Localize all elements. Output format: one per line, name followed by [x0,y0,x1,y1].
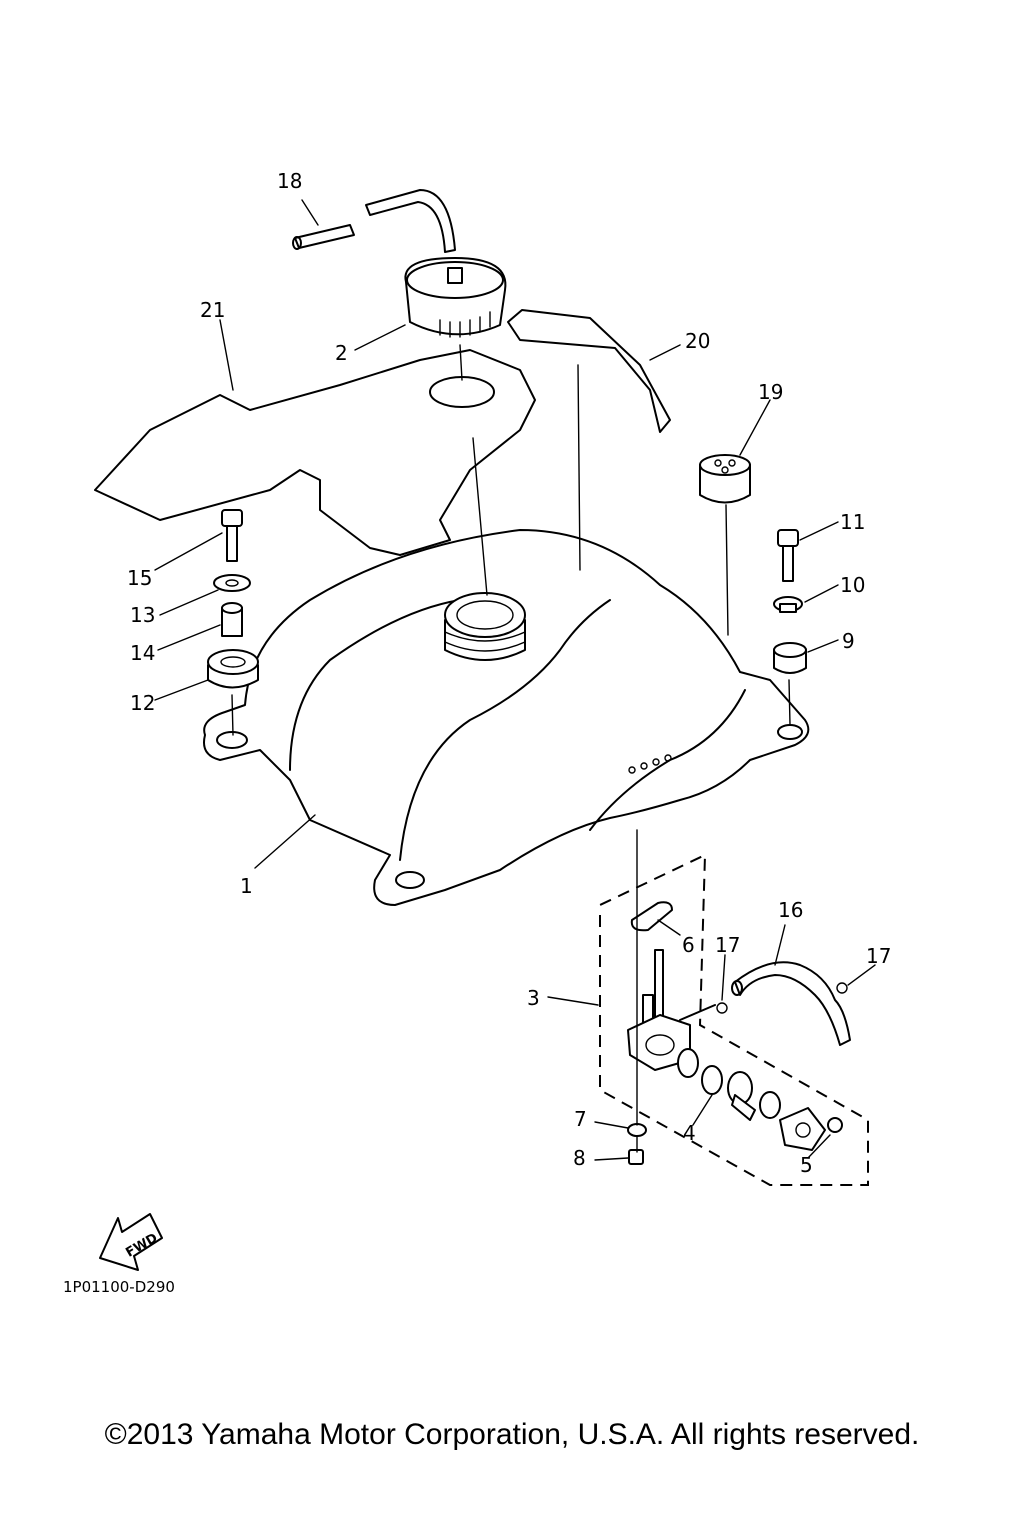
part-15-bolt [221,509,243,562]
label-7: 7 [574,1107,587,1131]
drawing-code: 1P01100-D290 [63,1278,175,1296]
label-11: 11 [840,510,865,534]
fuel-cock-assembly-boundary [599,853,869,1186]
part-4-seal-kit [677,1048,781,1121]
part-1-fuel-tank [203,529,810,906]
label-18: 18 [277,169,302,193]
label-9: 9 [842,629,855,653]
leader-lines [154,199,876,1161]
label-8: 8 [573,1146,586,1170]
part-16-fuel-hose [731,961,851,1046]
part-14-collar [221,602,243,637]
label-6: 6 [682,933,695,957]
label-10: 10 [840,573,865,597]
label-17b: 17 [866,944,891,968]
label-12: 12 [130,691,155,715]
label-5: 5 [800,1153,813,1177]
part-2-fuel-cap [404,257,507,338]
label-14: 14 [130,641,155,665]
part-17-hose-clip [716,982,848,1014]
label-15: 15 [127,566,152,590]
label-3: 3 [527,986,540,1010]
fwd-arrow-icon: FWD [99,1213,163,1271]
label-2: 2 [335,341,348,365]
part-5-plate [779,1107,843,1151]
part-18-breather-hose [292,189,456,253]
part-10-collar [773,596,803,613]
part-19-damper [699,454,751,504]
part-3-fuel-cock [627,949,716,1071]
part-12-damper [207,649,259,689]
label-4: 4 [683,1121,696,1145]
part-21-pad [94,349,536,556]
part-20-protector [507,309,671,433]
label-16: 16 [778,898,803,922]
part-6-gasket [630,901,673,932]
label-21: 21 [200,298,225,322]
part-8-drain-screw [628,1149,644,1165]
part-11-bolt [777,529,799,582]
label-17a: 17 [715,933,740,957]
part-13-washer [213,574,251,592]
part-7-washer [627,1123,647,1137]
part-labels: 18 21 2 20 19 11 15 10 13 9 14 12 1 16 6… [127,169,891,1177]
label-13: 13 [130,603,155,627]
part-9-damper [773,642,807,674]
label-20: 20 [685,329,710,353]
copyright-notice: ©2013 Yamaha Motor Corporation, U.S.A. A… [104,1418,920,1451]
label-1: 1 [240,874,253,898]
label-19: 19 [758,380,783,404]
